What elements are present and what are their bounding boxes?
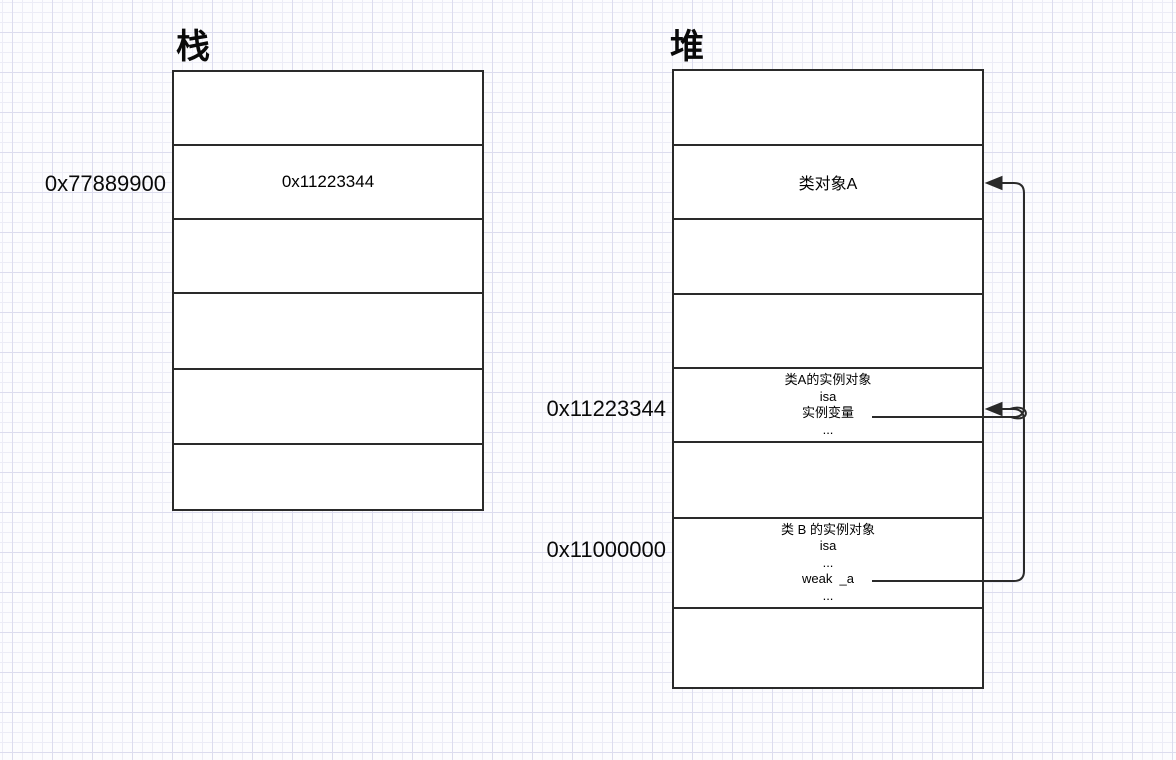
heap-cell-empty-2 bbox=[674, 220, 982, 295]
instance-b-ellipsis-1: ... bbox=[822, 554, 834, 570]
instance-b-title: 类 B 的实例对象 bbox=[781, 521, 875, 537]
heap-address-label-instance-b: 0x11000000 bbox=[546, 537, 667, 562]
stack-cell-pointer-value: 0x11223344 bbox=[174, 146, 482, 220]
stack-cell-empty-3 bbox=[174, 294, 482, 370]
heap-cell-instance-a: 类A的实例对象 isa 实例变量 ... bbox=[674, 369, 982, 443]
stack-cell-empty-4 bbox=[174, 370, 482, 445]
stack-cell-empty-5 bbox=[174, 445, 482, 509]
instance-a-isa: isa bbox=[819, 388, 837, 404]
stack-pointer-value-text: 0x11223344 bbox=[281, 172, 375, 191]
instance-a-ivars: 实例变量 bbox=[801, 405, 854, 420]
heap-table: 类对象A 类A的实例对象 isa 实例变量 ... 类 B 的实例对象 isa … bbox=[672, 69, 984, 689]
instance-b-ellipsis-2: ... bbox=[822, 587, 834, 603]
stack-title: 栈 bbox=[176, 28, 210, 66]
instance-b-isa: isa bbox=[819, 538, 837, 554]
stack-cell-empty-2 bbox=[174, 220, 482, 294]
instance-a-ellipsis: ... bbox=[822, 421, 834, 437]
heap-address-label-instance-a: 0x11223344 bbox=[546, 396, 667, 421]
heap-cell-empty-1 bbox=[674, 71, 982, 146]
instance-a-title: 类A的实例对象 bbox=[784, 372, 872, 387]
stack-cell-empty-1 bbox=[174, 72, 482, 146]
instance-b-weak-a: weak _a bbox=[801, 571, 855, 587]
class-object-a-text: 类对象A bbox=[798, 176, 858, 193]
heap-cell-instance-b: 类 B 的实例对象 isa ... weak _a ... bbox=[674, 519, 982, 609]
arrowhead-instance-a-icon bbox=[984, 401, 1003, 417]
heap-cell-empty-4 bbox=[674, 443, 982, 519]
line-jump-loop bbox=[1009, 406, 1027, 420]
heap-cell-empty-3 bbox=[674, 295, 982, 369]
stack-address-label: 0x77889900 bbox=[44, 171, 166, 196]
stack-table: 0x11223344 bbox=[172, 70, 484, 511]
arrowhead-class-object-a-icon bbox=[984, 175, 1003, 191]
heap-title: 堆 bbox=[670, 28, 704, 66]
heap-cell-class-object-a: 类对象A bbox=[674, 146, 982, 220]
heap-cell-empty-5 bbox=[674, 609, 982, 687]
